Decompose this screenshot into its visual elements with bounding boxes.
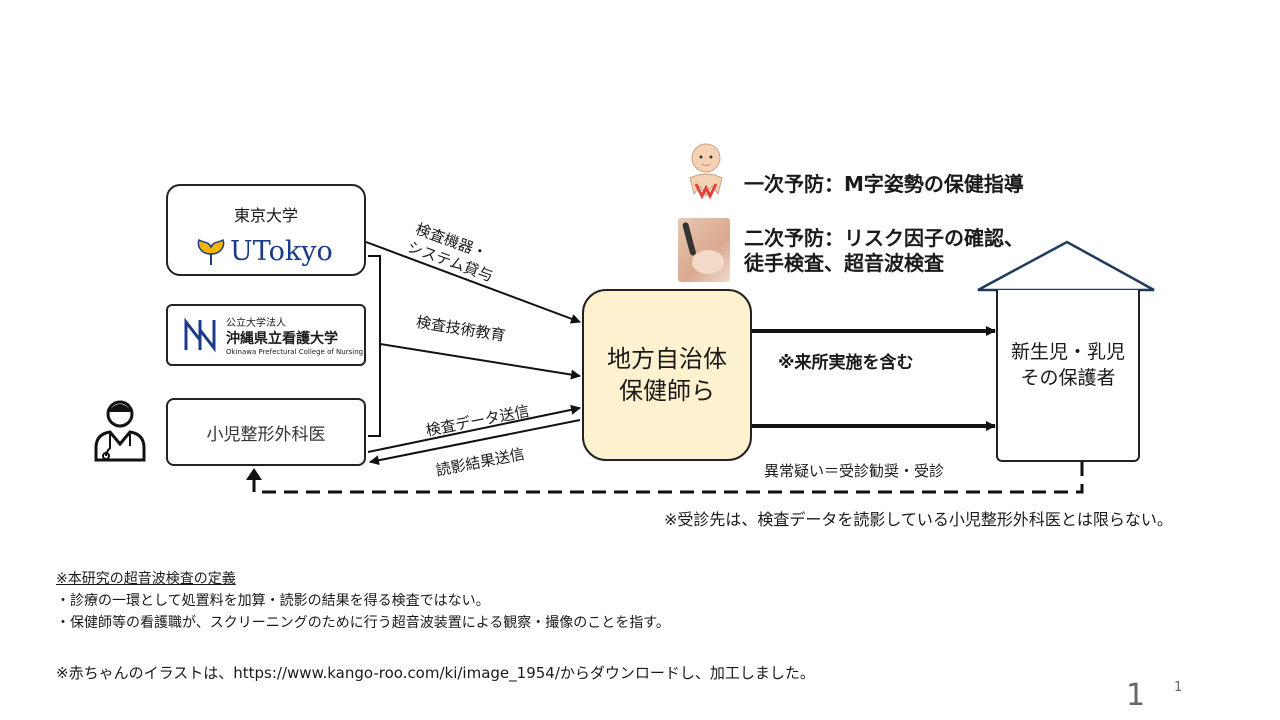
okinawa-box: 公立大学法人 沖縄県立看護大学 Okinawa Prefectural Coll… [166, 304, 366, 366]
family-house: 新生児・乳児 その保護者 [996, 290, 1140, 462]
referral-dashed-line [252, 462, 1084, 494]
definition-title: ※本研究の超音波検査の定義 [56, 571, 236, 587]
baby-illustration [682, 140, 730, 200]
okinawa-line1: 公立大学法人 [226, 318, 286, 329]
utokyo-logo-text: UTokyo [230, 236, 333, 267]
primary-prevention-text: 一次予防：M字姿勢の保健指導 [744, 172, 1024, 196]
definition-item-1: ・診療の一環として処置料を加算・読影の結果を得る検査ではない。 [56, 593, 490, 609]
illustration-credit: ※赤ちゃんのイラストは、https://www.kango-roo.com/ki… [56, 664, 815, 682]
okinawa-line3: Okinawa Prefectural College of Nursing [226, 348, 364, 356]
pediatric-label: 小児整形外科医 [206, 424, 326, 445]
utokyo-logo: UTokyo [196, 236, 333, 267]
definition-block: ※本研究の超音波検査の定義 ・診療の一環として処置料を加算・読影の結果を得る検査… [56, 568, 670, 634]
municipal-line2: 保健師ら [619, 377, 715, 405]
utokyo-box: 東京大学 UTokyo [166, 184, 366, 276]
onsite-label: ※来所実施を含む [778, 353, 914, 373]
referral-label: 異常疑い＝受診勧奨・受診 [764, 462, 945, 480]
exam-photo [678, 218, 730, 282]
referral-arrowhead [246, 468, 262, 480]
education-arrow [379, 343, 581, 380]
referral-note: ※受診先は、検査データを読影している小児整形外科医とは限らない。 [664, 510, 1173, 529]
page-number-large: 1 [1126, 678, 1146, 713]
secondary-prevention-text-2: 徒手検査、超音波検査 [744, 251, 944, 275]
pediatric-box: 小児整形外科医 [166, 398, 366, 466]
definition-item-2: ・保健師等の看護職が、スクリーニングのために行う超音波装置による観察・撮像のこと… [56, 615, 670, 631]
utokyo-title: 東京大学 [233, 206, 298, 225]
equipment-arrow [365, 241, 581, 324]
okinawa-logo-icon [182, 316, 218, 358]
municipal-line1: 地方自治体 [607, 345, 727, 373]
municipal-health-box: 地方自治体 保健師ら [582, 289, 752, 461]
result-send-arrow [369, 419, 581, 466]
house-line1: 新生児・乳児 [1010, 341, 1125, 363]
org-bracket [368, 255, 381, 437]
house-line2: その保護者 [1020, 367, 1116, 389]
page-number-small: 1 [1174, 680, 1183, 695]
ginkgo-icon [197, 238, 225, 265]
okinawa-line2: 沖縄県立看護大学 [226, 331, 338, 347]
secondary-prevention-text-1: 二次予防：リスク因子の確認、 [744, 226, 1024, 250]
data-send-arrow [367, 404, 581, 453]
doctor-icon [92, 398, 148, 468]
